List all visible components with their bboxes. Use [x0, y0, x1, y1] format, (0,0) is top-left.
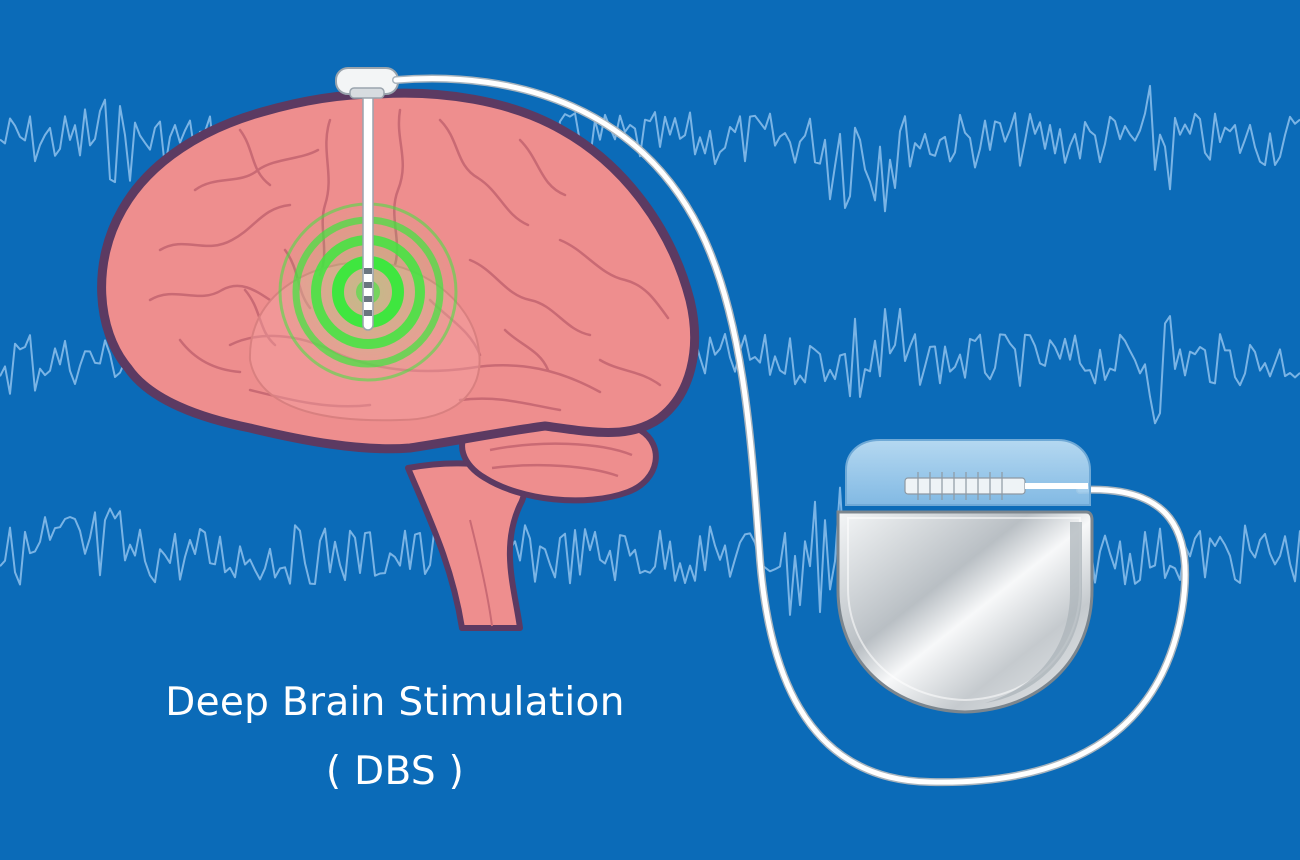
electrode-lead-icon [362, 91, 374, 331]
diagram-abbreviation: ( DBS ) [325, 749, 465, 794]
diagram-title: Deep Brain Stimulation [165, 680, 625, 725]
implantable-pulse-generator-icon [836, 439, 1094, 714]
burr-hole-cap [335, 67, 399, 99]
eeg-wave-trace-3 [0, 486, 1300, 616]
extension-wire [392, 74, 1190, 787]
